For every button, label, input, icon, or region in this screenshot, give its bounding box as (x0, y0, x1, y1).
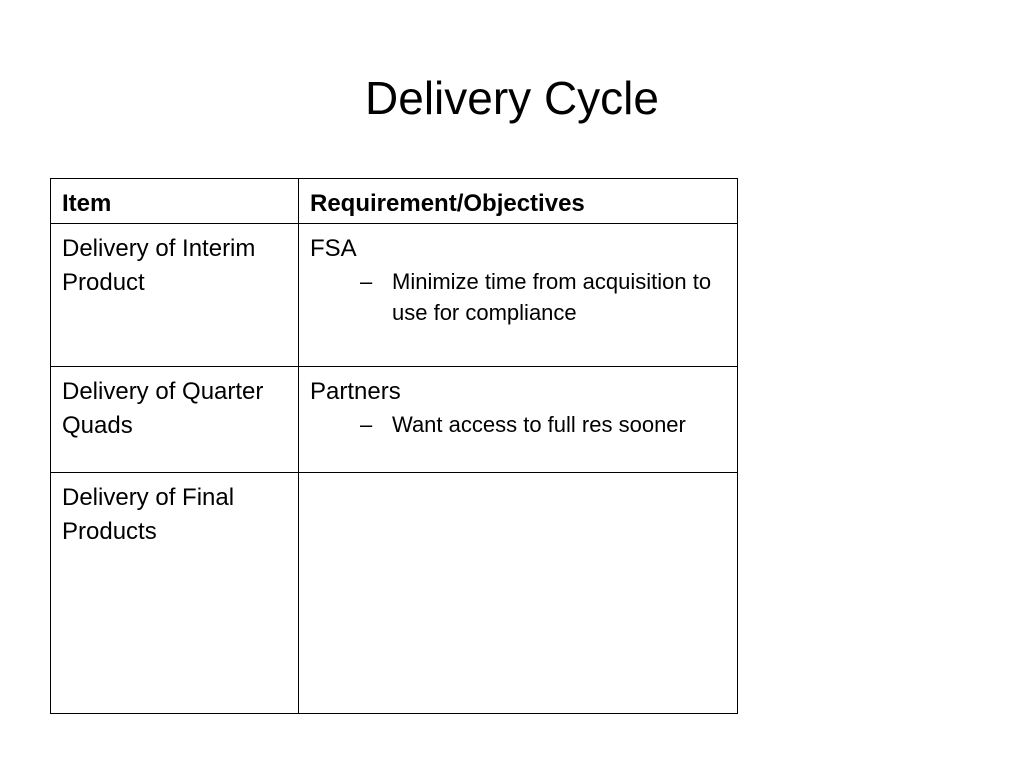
requirement-detail-list: – Want access to full res sooner (310, 409, 727, 440)
detail-text: Minimize time from acquisition to use fo… (392, 269, 712, 325)
item-cell: Delivery of Quarter Quads (50, 366, 299, 473)
dash-bullet-icon: – (360, 269, 373, 294)
requirement-cell: FSA – Minimize time from acquisition to … (298, 223, 738, 367)
table-row: Delivery of Final Products (50, 472, 738, 714)
table-header-row: Item Requirement/Objectives (50, 178, 738, 224)
requirement-detail-list: – Minimize time from acquisition to use … (310, 266, 727, 328)
header-item: Item (50, 178, 299, 224)
requirement-detail: – Want access to full res sooner (360, 409, 727, 440)
slide-title: Delivery Cycle (365, 72, 659, 124)
requirement-detail: – Minimize time from acquisition to use … (360, 266, 727, 328)
requirement-cell: Partners – Want access to full res soone… (298, 366, 738, 473)
detail-text: Want access to full res sooner (392, 412, 686, 437)
table-row: Delivery of Quarter Quads Partners – Wan… (50, 366, 738, 473)
requirement-text: Partners (310, 378, 401, 405)
requirement-text: FSA (310, 235, 357, 262)
table-row: Delivery of Interim Product FSA – Minimi… (50, 223, 738, 367)
dash-bullet-icon: – (360, 412, 373, 437)
item-cell: Delivery of Interim Product (50, 223, 299, 367)
item-cell: Delivery of Final Products (50, 472, 299, 714)
delivery-cycle-table: Item Requirement/Objectives Delivery of … (50, 178, 738, 714)
header-requirement: Requirement/Objectives (298, 178, 738, 224)
requirement-cell (298, 472, 738, 714)
